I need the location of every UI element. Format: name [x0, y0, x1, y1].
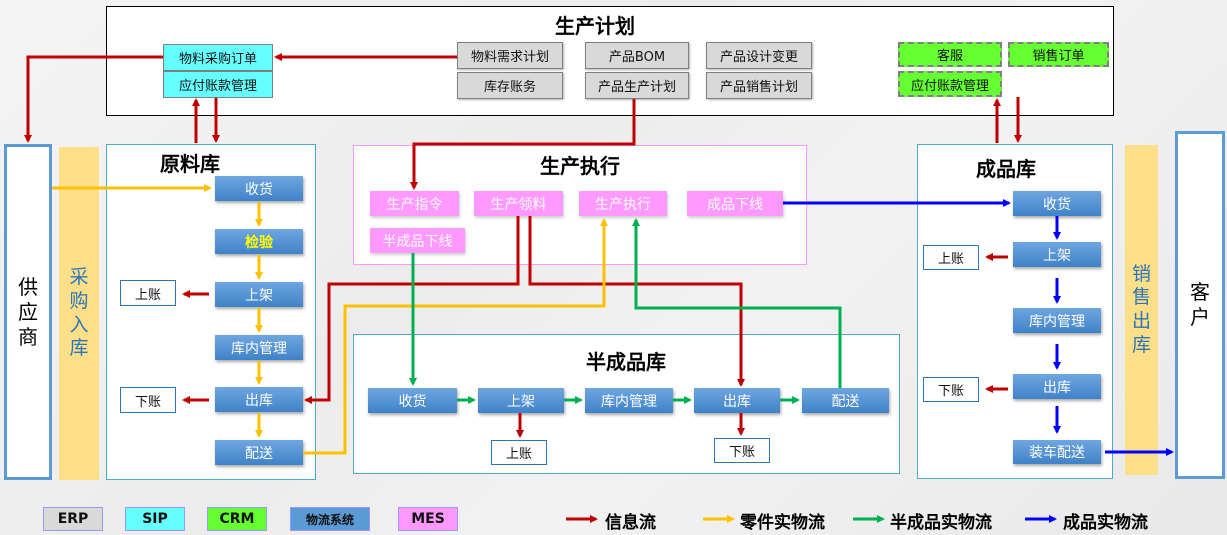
legend-sip: SIP: [125, 507, 185, 531]
supplier-box: 供 应 商: [4, 144, 52, 480]
finished-receive-step[interactable]: 收货: [1013, 191, 1101, 216]
purchase-inbound-char: 购: [69, 289, 89, 312]
raw-receive-step[interactable]: 收货: [215, 176, 303, 201]
legend-crm: CRM: [207, 507, 267, 531]
legend-mes: MES: [398, 507, 458, 531]
material-requirement-plan[interactable]: 物料需求计划: [457, 42, 563, 69]
legend-info-flow: 信息流: [605, 513, 656, 533]
legend-erp: ERP: [43, 507, 103, 531]
raw-write-off-account[interactable]: 下账: [120, 387, 176, 413]
purchase-inbound-char: 库: [69, 337, 89, 360]
inventory-accounting[interactable]: 库存账务: [457, 72, 563, 99]
sales-order[interactable]: 销售订单: [1008, 42, 1109, 67]
supplier-char: 应: [18, 299, 38, 324]
purchase-inbound-strip: 采 购 入 库: [59, 147, 99, 480]
raw-post-account[interactable]: 上账: [120, 280, 176, 306]
sales-outbound-strip: 销 售 出 库: [1125, 145, 1158, 475]
material-requisition-step[interactable]: 生产领料: [474, 191, 563, 216]
product-bom[interactable]: 产品BOM: [585, 42, 689, 69]
finished-shelve-step[interactable]: 上架: [1013, 242, 1101, 267]
semi-offline-step[interactable]: 半成品下线: [370, 228, 465, 253]
customer-service[interactable]: 客服: [898, 42, 1002, 67]
accounts-payable-crm[interactable]: 应付账款管理: [898, 71, 1002, 97]
sales-outbound-char: 售: [1131, 286, 1151, 309]
product-sales-plan[interactable]: 产品销售计划: [706, 72, 812, 99]
production-run-step[interactable]: 生产执行: [579, 191, 667, 216]
semi-post-account[interactable]: 上账: [491, 440, 547, 465]
sales-outbound-char: 库: [1131, 333, 1151, 356]
semi-receive-step[interactable]: 收货: [368, 388, 457, 413]
legend-semi-flow: 半成品实物流: [890, 513, 992, 533]
product-design-change[interactable]: 产品设计变更: [706, 42, 812, 69]
semi-warehouse-title: 半成品库: [586, 350, 666, 374]
semi-inventory-step[interactable]: 库内管理: [585, 388, 673, 413]
customer-char: 客: [1190, 280, 1210, 304]
legend-wms: 物流系统: [290, 507, 370, 531]
purchase-inbound-char: 入: [69, 313, 89, 336]
production-plan-title: 生产计划: [555, 14, 635, 38]
supplier-char: 供: [18, 274, 38, 299]
material-purchase-order[interactable]: 物料采购订单: [163, 44, 273, 71]
production-order-step[interactable]: 生产指令: [370, 191, 459, 216]
purchase-inbound-char: 采: [69, 266, 89, 288]
finished-warehouse-title: 成品库: [976, 157, 1036, 181]
semi-outbound-step[interactable]: 出库: [694, 388, 780, 413]
semi-delivery-step[interactable]: 配送: [802, 388, 889, 413]
finished-offline-step[interactable]: 成品下线: [687, 191, 783, 216]
customer-box: 客 户: [1175, 131, 1225, 479]
raw-inspect-step[interactable]: 检验: [215, 229, 303, 254]
sales-outbound-char: 销: [1131, 262, 1151, 285]
product-production-plan[interactable]: 产品生产计划: [585, 72, 689, 99]
raw-outbound-step[interactable]: 出库: [215, 387, 303, 412]
finished-write-off-account[interactable]: 下账: [923, 377, 979, 402]
semi-write-off-account[interactable]: 下账: [714, 438, 770, 463]
raw-delivery-step[interactable]: 配送: [215, 440, 303, 465]
production-exec-title: 生产执行: [540, 154, 620, 178]
finished-post-account[interactable]: 上账: [923, 245, 979, 270]
finished-outbound-step[interactable]: 出库: [1013, 374, 1101, 399]
semi-shelve-step[interactable]: 上架: [478, 388, 564, 413]
accounts-payable-sip[interactable]: 应付账款管理: [163, 71, 273, 98]
customer-char: 户: [1190, 305, 1210, 329]
sales-outbound-char: 出: [1131, 310, 1151, 332]
supplier-char: 商: [18, 324, 38, 349]
legend-finished-flow: 成品实物流: [1063, 513, 1148, 533]
legend-parts-flow: 零件实物流: [740, 513, 825, 533]
finished-load-delivery-step[interactable]: 装车配送: [1013, 440, 1101, 464]
finished-inventory-step[interactable]: 库内管理: [1013, 308, 1101, 333]
raw-warehouse-title: 原料库: [160, 152, 220, 176]
raw-inventory-step[interactable]: 库内管理: [215, 335, 303, 360]
raw-shelve-step[interactable]: 上架: [215, 282, 303, 307]
